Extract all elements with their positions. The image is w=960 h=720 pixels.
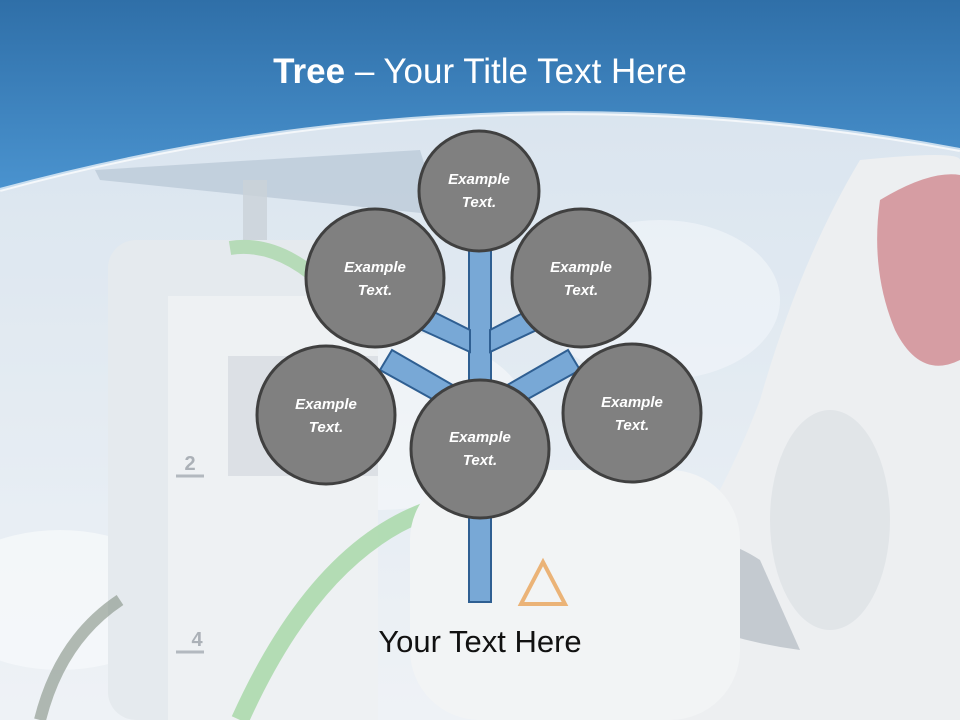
node-label-line2: Text. <box>614 417 650 434</box>
node-circle-upper-right[interactable] <box>510 207 652 349</box>
bay-number-4: 4 <box>191 629 203 651</box>
car-taillight <box>877 174 960 366</box>
node-circle-lower-left[interactable] <box>255 344 397 486</box>
solar-panel <box>95 150 440 215</box>
node-label-lower-left: Example Text. <box>266 393 386 439</box>
title-rest: – Your Title Text Here <box>345 52 687 91</box>
slide-title: Tree – Your Title Text Here <box>0 52 960 92</box>
node-label-line1: Example <box>344 259 406 276</box>
node-label-line2: Text. <box>308 419 344 436</box>
node-label-top: Example Text. <box>419 168 539 214</box>
node-label-line1: Example <box>601 394 663 411</box>
node-label-line1: Example <box>449 429 511 446</box>
node-label-line2: Text. <box>461 194 497 211</box>
warning-sign <box>517 557 569 606</box>
node-label-line2: Text. <box>563 282 599 299</box>
node-label-line2: Text. <box>462 452 498 469</box>
header-band <box>0 0 960 190</box>
node-label-line1: Example <box>295 396 357 413</box>
node-label-upper-left: Example Text. <box>315 256 435 302</box>
node-circle-upper-left[interactable] <box>304 207 446 349</box>
charging-port <box>410 470 740 720</box>
node-label-line1: Example <box>448 171 510 188</box>
node-label-lower-right: Example Text. <box>572 391 692 437</box>
title-bold: Tree <box>273 52 346 91</box>
node-label-upper-right: Example Text. <box>521 256 641 302</box>
node-circle-lower-right[interactable] <box>561 342 703 484</box>
node-circle-center[interactable] <box>409 378 551 520</box>
node-label-center: Example Text. <box>420 426 540 472</box>
node-label-line2: Text. <box>357 282 393 299</box>
node-label-line1: Example <box>550 259 612 276</box>
bay-number-2: 2 <box>184 453 195 475</box>
caption-text: Your Text Here <box>378 624 582 659</box>
node-circle-top[interactable] <box>417 129 541 253</box>
